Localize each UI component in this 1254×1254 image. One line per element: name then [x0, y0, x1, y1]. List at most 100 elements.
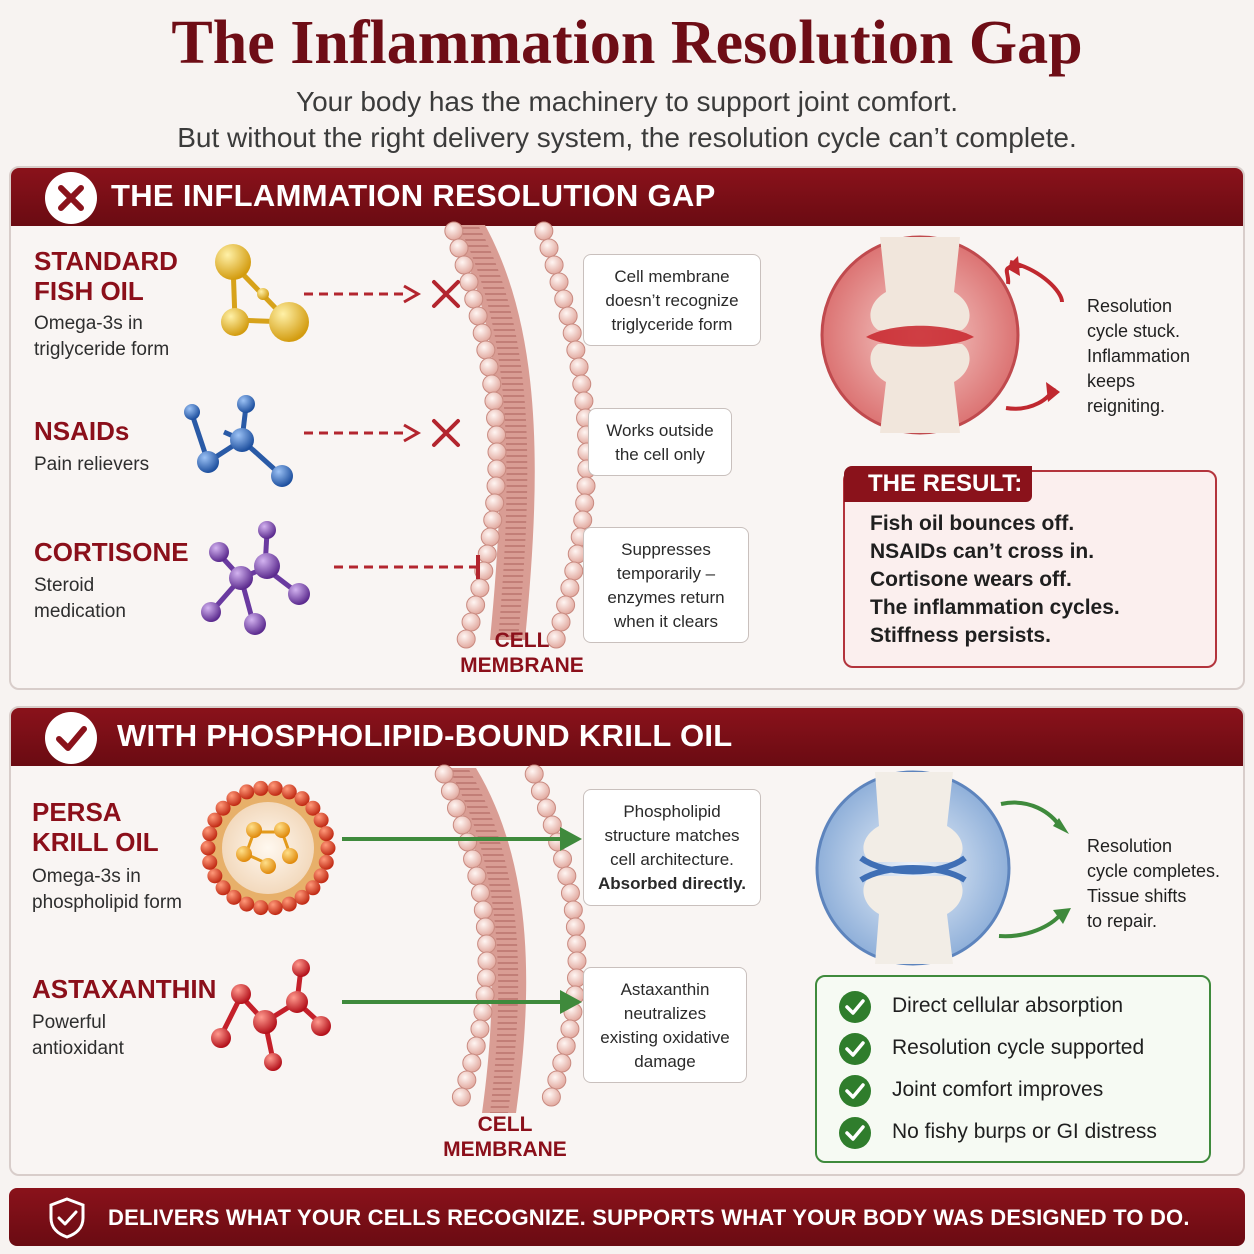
cell-membrane-graphic-2 [434, 764, 587, 1113]
membrane-label-line-2: MEMBRANE [460, 654, 584, 677]
krill-joint-note: Resolution cycle completes. Tissue shift… [1087, 834, 1220, 934]
benefit-row [838, 1116, 872, 1150]
footer-banner [9, 1188, 1245, 1246]
callout-krill-oil-line-4: Absorbed directly. [598, 874, 746, 893]
blocked-arrow-fish-oil [304, 280, 460, 308]
pass-arrow-krill-oil [342, 827, 582, 851]
benefit-text: Resolution cycle supported [892, 1036, 1145, 1059]
krill-oil-desc: Omega-3s in phospholipid form [32, 864, 182, 916]
gap-panel-header: THE INFLAMMATION RESOLUTION GAP [11, 168, 1243, 226]
callout-cortisone-line-1: Suppresses [621, 540, 711, 559]
membrane-label-2-line-1: CELL [477, 1113, 533, 1136]
check-badge [45, 712, 97, 764]
check-circle-icon [839, 991, 871, 1023]
membrane-label-2-line-2: MEMBRANE [443, 1138, 567, 1161]
result-line-3: Cortisone wears off. [870, 568, 1072, 591]
shield-check-icon [49, 1197, 85, 1239]
check-circle-icon [839, 1033, 871, 1065]
callout-cortisone-line-2: temporarily – [616, 564, 716, 583]
astaxanthin-desc: Powerful antioxidant [32, 1010, 124, 1062]
cortisone-desc: Steroid medication [34, 573, 126, 625]
krill-oil-title: PERSA KRILL OIL [32, 797, 159, 857]
gap-joint-note-line-1: Resolution [1087, 296, 1173, 316]
cortisone-desc-line-2: medication [34, 601, 126, 622]
inflamed-joint-icon [820, 235, 1064, 435]
callout-astaxanthin-line-1: Astaxanthin [620, 980, 710, 999]
phospholipid-micelle-icon [200, 780, 336, 916]
fish-oil-title-line-2: FISH OIL [34, 276, 144, 306]
result-tag: THE RESULT: [844, 466, 1032, 502]
callout-krill-oil-line-2: structure matches [604, 826, 740, 845]
benefits-box [815, 975, 1211, 1163]
nsaid-molecule-icon [184, 395, 293, 487]
x-badge [45, 172, 97, 224]
callout-cortisone-line-3: enzymes return [607, 588, 725, 607]
fish-oil-desc-line-2: triglyceride form [34, 339, 170, 360]
astaxanthin-desc-line-2: antioxidant [32, 1038, 124, 1059]
astaxanthin-molecule-icon [211, 959, 331, 1071]
krill-joint-note-line-4: to repair. [1087, 911, 1158, 931]
callout-astaxanthin-line-4: damage [634, 1052, 696, 1071]
benefit-row [838, 1032, 872, 1066]
gap-joint-note-line-3: Inflammation [1087, 346, 1191, 366]
benefit-row [838, 1074, 872, 1108]
callout-astaxanthin-line-3: existing oxidative [600, 1028, 730, 1047]
callout-nsaids-line-2: the cell only [615, 445, 705, 464]
steroid-molecule-icon [201, 521, 310, 635]
callout-krill-oil: Phospholipid structure matches cell arch… [583, 789, 761, 906]
fish-oil-desc: Omega-3s in triglyceride form [34, 311, 169, 363]
gap-joint-note-line-2: cycle stuck. [1087, 321, 1181, 341]
subtitle-line-1: Your body has the machinery to support j… [296, 86, 958, 117]
krill-panel-header: WITH PHOSPHOLIPID-BOUND KRILL OIL [11, 708, 1243, 766]
benefit-text: No fishy burps or GI distress [892, 1120, 1157, 1143]
benefit-text: Direct cellular absorption [892, 994, 1124, 1017]
callout-nsaids-line-1: Works outside [606, 421, 714, 440]
krill-joint-note-line-3: Tissue shifts [1087, 886, 1187, 906]
inhibit-arrow-cortisone [334, 555, 480, 579]
krill-panel-heading: WITH PHOSPHOLIPID-BOUND KRILL OIL [117, 718, 733, 753]
callout-fish-oil: Cell membrane doesn’t recognize triglyce… [583, 254, 761, 346]
nsaids-title: NSAIDs [34, 416, 130, 446]
footer-text: DELIVERS WHAT YOUR CELLS RECOGNIZE. SUPP… [108, 1205, 1190, 1230]
krill-oil-title-line-2: KRILL OIL [32, 827, 159, 857]
membrane-label: CELL MEMBRANE [460, 628, 584, 678]
page-title: The Inflammation Resolution Gap [171, 9, 1083, 77]
krill-joint-note-line-2: cycle completes. [1087, 861, 1221, 881]
gap-joint-note: Resolution cycle stuck. Inflammation kee… [1087, 294, 1190, 419]
callout-cortisone-line-4: when it clears [614, 612, 718, 631]
gap-joint-note-line-4: keeps [1087, 371, 1136, 391]
callout-astaxanthin: Astaxanthin neutralizes existing oxidati… [583, 967, 747, 1083]
subtitle-line-2: But without the right delivery system, t… [177, 122, 1077, 153]
cortisone-desc-line-1: Steroid [34, 575, 95, 596]
check-icon [56, 726, 87, 751]
membrane-label-2: CELL MEMBRANE [443, 1112, 567, 1162]
membrane-label-line-1: CELL [494, 629, 550, 652]
result-box [843, 470, 1217, 668]
fish-oil-desc-line-1: Omega-3s in [34, 313, 143, 334]
astaxanthin-title: ASTAXANTHIN [32, 974, 217, 1004]
x-icon [58, 185, 84, 211]
callout-cortisone: Suppresses temporarily – enzymes return … [583, 527, 749, 643]
gap-joint-note-line-5: reigniting. [1087, 396, 1166, 416]
result-line-1: Fish oil bounces off. [870, 512, 1075, 535]
krill-oil-desc-line-2: phospholipid form [32, 892, 182, 913]
callout-krill-oil-line-3: cell architecture. [610, 850, 734, 869]
benefit-row [838, 990, 872, 1024]
healthy-joint-icon [815, 770, 1071, 966]
pass-arrow-astaxanthin [342, 990, 582, 1014]
callout-astaxanthin-line-2: neutralizes [623, 1004, 707, 1023]
benefit-text: Joint comfort improves [892, 1078, 1104, 1101]
cortisone-title: CORTISONE [34, 537, 189, 567]
check-circle-icon [839, 1075, 871, 1107]
check-circle-icon [839, 1117, 871, 1149]
krill-oil-desc-line-1: Omega-3s in [32, 866, 141, 887]
krill-oil-title-line-1: PERSA [32, 797, 122, 827]
callout-fish-oil-line-1: Cell membrane [614, 267, 730, 286]
gap-panel-heading: THE INFLAMMATION RESOLUTION GAP [111, 178, 716, 213]
nsaids-desc: Pain relievers [34, 454, 150, 475]
callout-fish-oil-line-3: triglyceride form [611, 315, 733, 334]
callout-krill-oil-line-1: Phospholipid [623, 802, 721, 821]
result-line-4: The inflammation cycles. [870, 596, 1120, 619]
callout-fish-oil-line-2: doesn’t recognize [605, 291, 739, 310]
triglyceride-molecule-icon [215, 244, 309, 342]
